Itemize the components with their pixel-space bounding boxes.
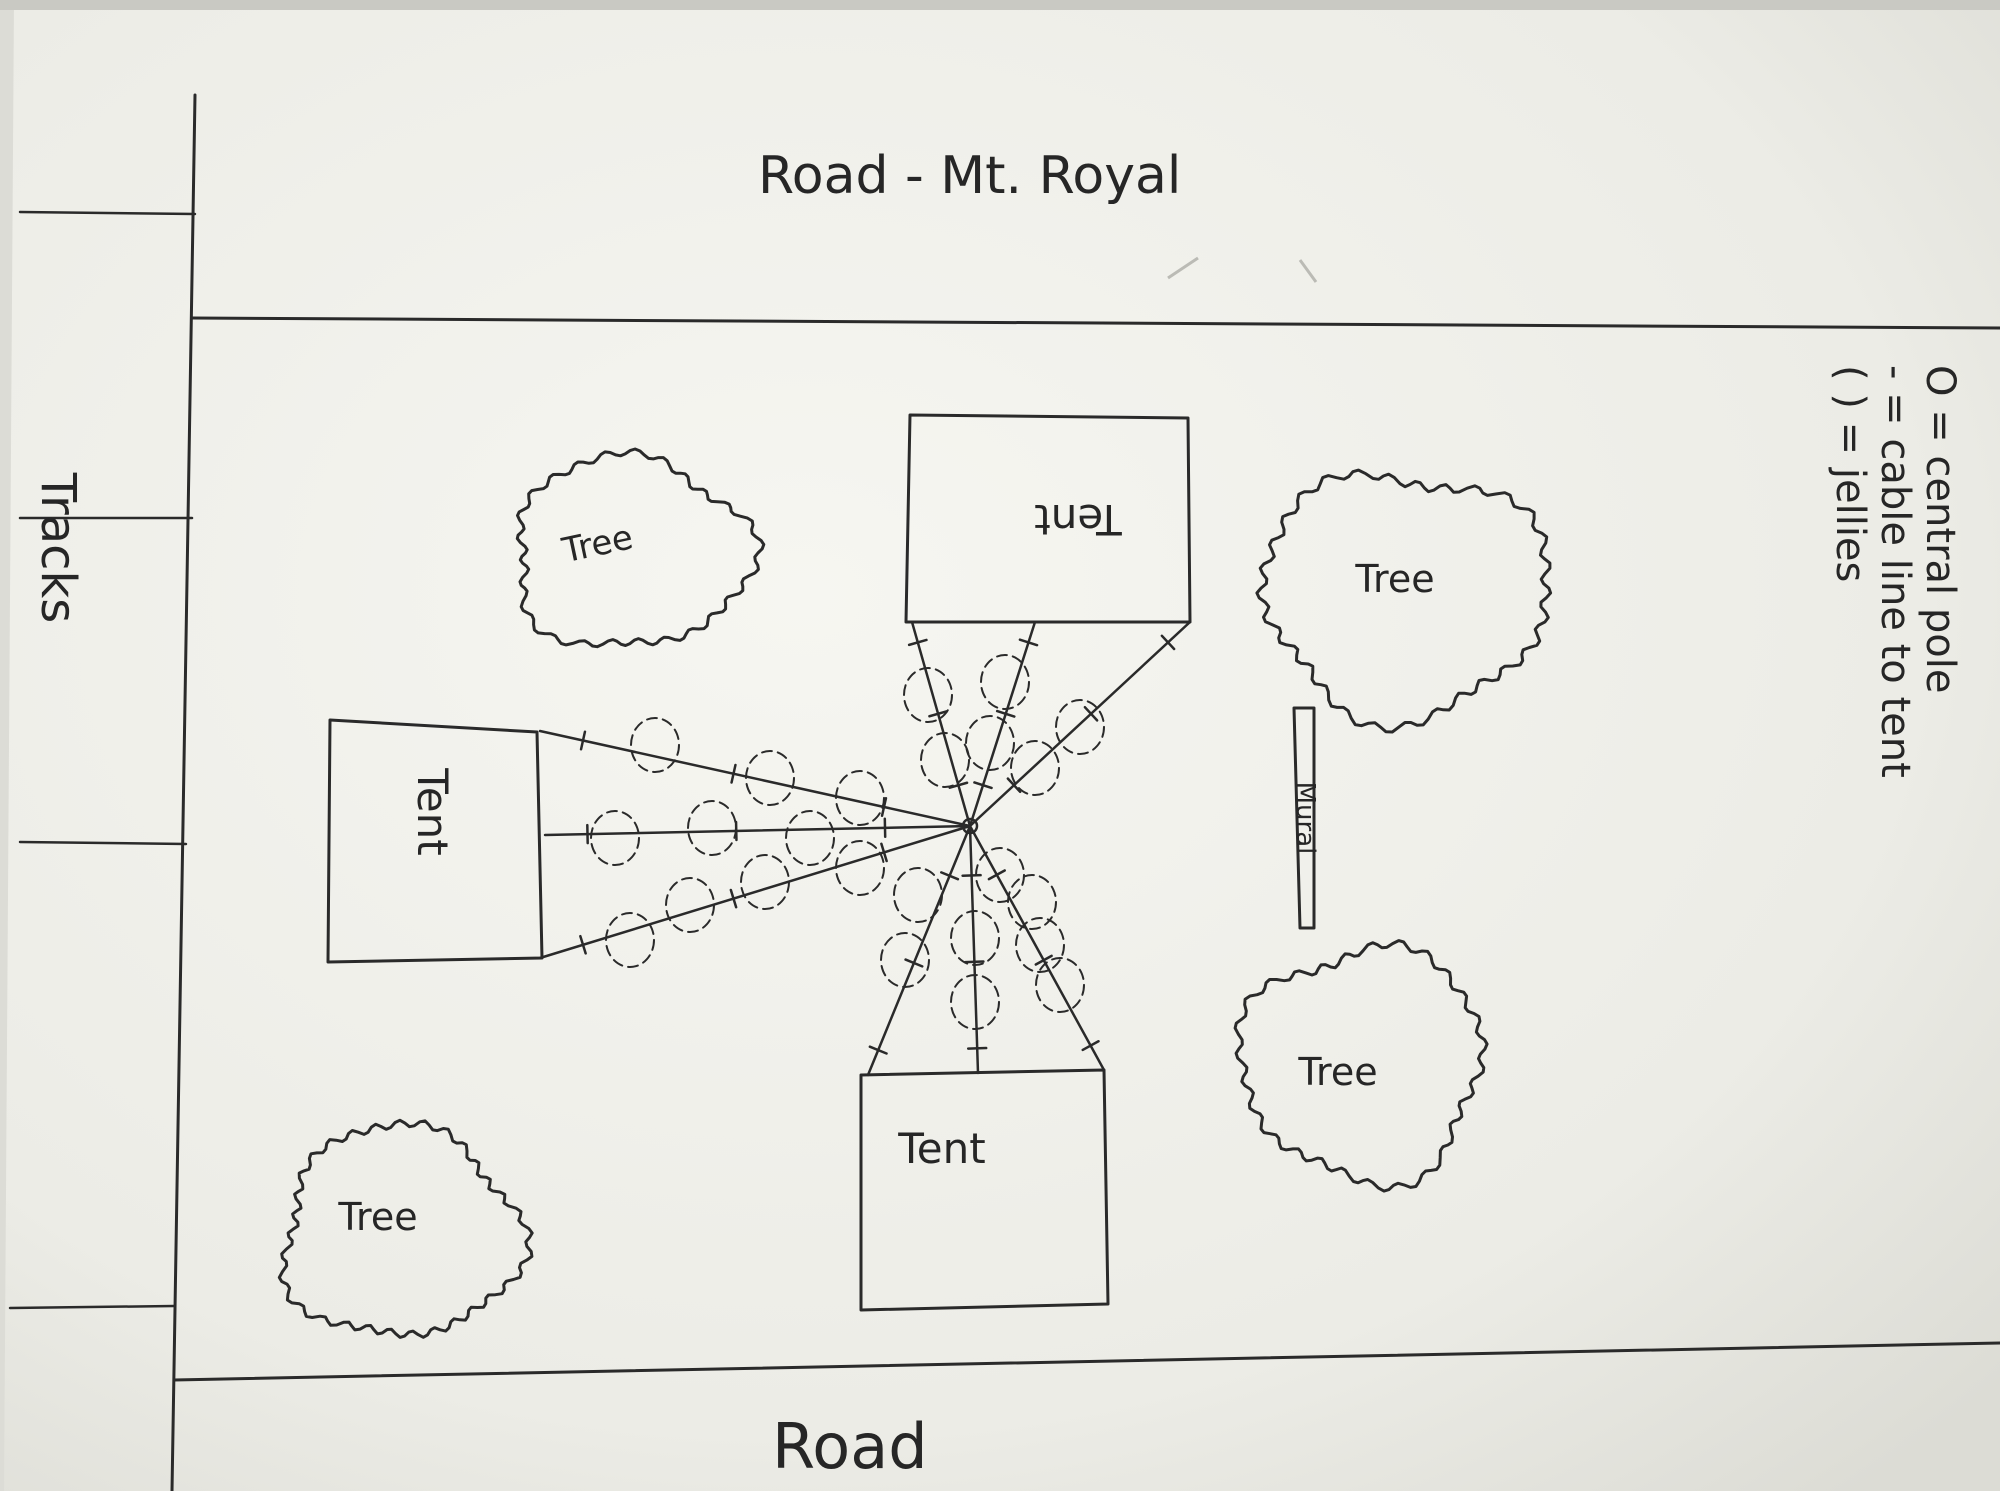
cable-tick [1081,1040,1100,1052]
cable-line-2 [968,620,1037,828]
cable-tick [880,796,888,818]
cable-tick [880,842,888,863]
jelly [687,800,737,856]
cable-ticks [579,634,1176,1055]
mural-label: Mural [1290,782,1320,855]
jellies [590,654,1105,1030]
central-pole [961,817,979,835]
jelly [903,667,953,723]
jelly [1015,917,1065,973]
cable-tick [579,730,587,751]
pencil-smudge [1167,256,1318,283]
jelly [1055,699,1105,755]
tracks-label: Tracks [30,472,86,624]
cable-tick [868,1045,888,1055]
tree-outline-2 [1255,468,1553,734]
cable-line-3 [968,620,1192,828]
jelly [835,770,885,826]
cable-line-9 [968,824,1106,1072]
jelly [665,877,715,933]
cable-tick [1006,777,1022,794]
jelly [740,854,790,910]
cable-tick [973,781,993,790]
cable-tick [907,638,928,647]
cable-tick [1083,705,1099,722]
cable-tick [729,888,738,909]
jelly [1010,740,1060,796]
jelly [893,867,943,923]
legend: O = central pole - = cable line to tent … [1827,365,1963,778]
legend-jellies: ( ) = jellies [1827,365,1873,582]
cable-tick [1160,634,1176,651]
cable-tick [964,960,985,964]
cable-tick [1034,954,1053,966]
tree-outline-3 [1233,939,1489,1193]
jelly [835,840,885,896]
cable-line-5 [543,824,972,837]
jelly [785,810,835,866]
cable-tick [730,763,737,784]
legend-cable-line: - = cable line to tent [1872,365,1918,778]
jelly [590,810,640,866]
tree-label-2: Tree [1354,557,1434,601]
tree-label-4: Tree [337,1195,417,1239]
top-road-label: Road - Mt. Royal [758,146,1181,206]
tree-label-3: Tree [1297,1050,1377,1094]
cable-line-7 [866,824,972,1077]
cable-line-6 [538,824,972,960]
cable-tick [948,781,969,789]
jelly [965,715,1015,771]
jelly [605,912,655,968]
tent-top-label: Tent [1034,495,1122,544]
top-shadow-strip [0,0,2000,10]
cable-tick [579,934,587,955]
tree-outline-1 [515,447,766,649]
tent-bottom-label: Tent [897,1124,985,1173]
cable-tick [904,958,924,968]
tent-left-label: Tent [408,767,457,855]
jelly [745,750,795,806]
jelly [980,654,1030,710]
tree-outline-4 [277,1118,534,1339]
jelly [630,717,680,773]
cable-tick [966,1046,988,1050]
bottom-road-label: Road [772,1410,928,1483]
cable-tick [995,709,1016,718]
cable-tick [940,871,960,881]
mural: Mural [1290,706,1320,930]
jelly [920,732,970,788]
cable-lines [538,620,1192,1077]
cable-line-1 [910,620,972,828]
cable-line-4 [538,729,972,828]
jelly [880,932,930,988]
jelly [950,974,1000,1030]
paper-sheet [4,0,2000,1491]
cable-tick [987,869,1006,881]
cable-tick [961,873,982,877]
legend-central-pole: O = central pole [1917,365,1963,693]
jelly [950,910,1000,966]
jelly [1035,957,1085,1013]
boundary-lines [8,93,2000,1491]
jelly [975,847,1025,903]
jelly [1007,874,1057,930]
cable-tick [1018,638,1039,647]
tent-left: Tent [326,718,544,964]
cable-line-8 [968,824,980,1075]
cable-tick [928,710,949,718]
tent-bottom: Tent [859,1068,1110,1312]
